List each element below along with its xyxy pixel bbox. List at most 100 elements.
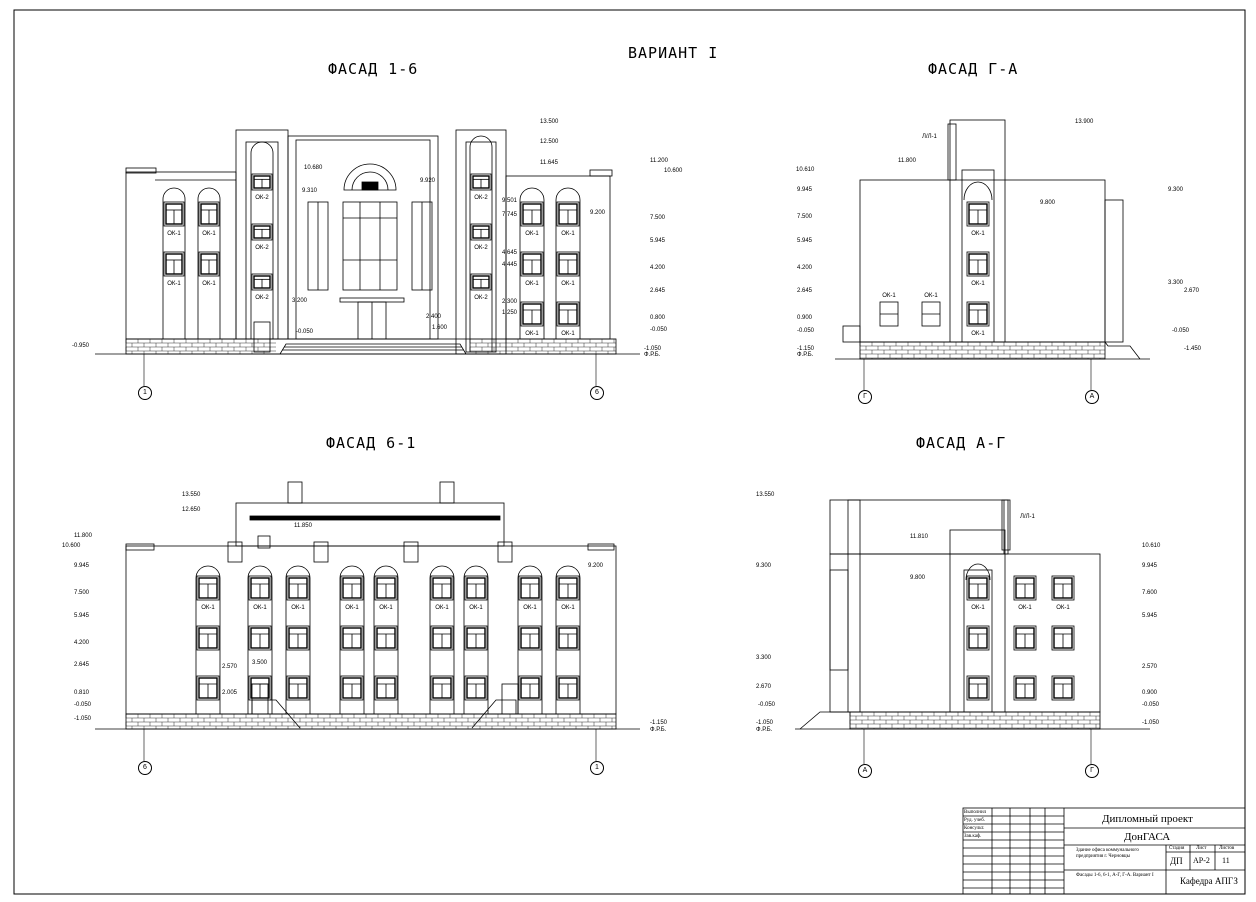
- level-mark: 4.200: [797, 265, 813, 271]
- plinth-brick: [125, 713, 616, 729]
- level-mark: 9.800: [1040, 200, 1056, 206]
- window-mark: ОК-1: [345, 605, 359, 611]
- roof-vent: [313, 541, 329, 563]
- facade-g-a: [835, 119, 1150, 360]
- level-mark: 13.500: [540, 119, 559, 125]
- window-mark: ОК-2: [474, 295, 488, 301]
- level-mark: 4.445: [502, 262, 518, 268]
- level-mark: -0.950: [72, 343, 90, 349]
- stamp-project: Дипломный проект: [1102, 813, 1193, 825]
- window: [1013, 675, 1037, 701]
- level-mark: Л/Л-1: [922, 134, 937, 140]
- window: [463, 565, 489, 714]
- window: [464, 675, 488, 701]
- window: ОК-1: [286, 575, 310, 611]
- window-mark: ОК-1: [561, 605, 575, 611]
- window: ОК-1: [518, 575, 542, 611]
- level-mark: 3.300: [756, 655, 772, 661]
- window: ОК-1: [966, 251, 990, 287]
- window: [373, 565, 399, 714]
- window-mark: ОК-1: [971, 281, 985, 287]
- window: [469, 135, 493, 352]
- window: ОК-1: [1051, 575, 1075, 611]
- level-mark: 9.945: [797, 187, 813, 193]
- level-mark: 12.650: [182, 507, 201, 513]
- level-mark: 10.600: [664, 168, 683, 174]
- stamp-sheet: АР-2: [1193, 856, 1210, 865]
- window: ОК-1: [556, 575, 580, 611]
- window: ОК-1: [163, 251, 185, 287]
- axis-marker: 6: [138, 761, 152, 775]
- level-mark: -0.050: [758, 702, 776, 708]
- window: [518, 625, 542, 651]
- window: ОК-1: [248, 575, 272, 611]
- window: [339, 565, 365, 714]
- level-mark: 0.900: [797, 315, 813, 321]
- level-mark: 2.645: [74, 662, 90, 668]
- window: ОК-1: [464, 575, 488, 611]
- window: ОК-2: [251, 273, 273, 301]
- level-mark: 1.600: [432, 325, 448, 331]
- plinth-brick: [125, 338, 276, 354]
- axis-marker: 6: [590, 386, 604, 400]
- level-mark: 9.945: [74, 563, 90, 569]
- level-mark: 1.250: [502, 310, 518, 316]
- window: ОК-2: [251, 223, 273, 251]
- stamp-sheets: 11: [1222, 856, 1230, 865]
- level-mark: 2.005: [222, 690, 238, 696]
- window: ОК-1: [374, 575, 398, 611]
- window: [556, 675, 580, 701]
- window: [250, 141, 274, 339]
- window-mark: ОК-1: [469, 605, 483, 611]
- level-mark: 5.945: [650, 238, 666, 244]
- level-mark: 5.945: [797, 238, 813, 244]
- level-mark: Ф.Р.Б.: [797, 352, 814, 358]
- window: [966, 675, 990, 701]
- window: [374, 675, 398, 701]
- window-mark: ОК-1: [202, 281, 216, 287]
- level-mark: -1.050: [74, 716, 92, 722]
- window-mark: ОК-1: [291, 605, 305, 611]
- level-mark: 10.610: [1142, 543, 1161, 549]
- window-mark: ОК-1: [435, 605, 449, 611]
- level-mark: 4.200: [74, 640, 90, 646]
- level-mark: 3.200: [292, 298, 308, 304]
- stamp-row: Руд. учеб.: [964, 818, 986, 823]
- facade-6-1: [95, 481, 640, 730]
- level-mark: 11.200: [650, 158, 668, 164]
- window: ОК-1: [966, 201, 990, 237]
- plinth-brick: [469, 338, 616, 354]
- window-mark: ОК-1: [167, 281, 181, 287]
- window-mark: ОК-2: [474, 245, 488, 251]
- level-mark: 9.300: [1168, 187, 1184, 193]
- window: [340, 675, 364, 701]
- window: [430, 675, 454, 701]
- level-mark: Л/Л-1: [1020, 514, 1035, 520]
- window: [247, 565, 273, 714]
- window-mark: ОК-1: [201, 605, 215, 611]
- stamp-sheet-desc: Фасады 1-6, 6-1, А-Г, Г-А. Вариант I: [1076, 873, 1154, 878]
- level-mark: 2.570: [1142, 664, 1158, 670]
- facade-1-6-title: ФАСАД 1-6: [328, 60, 419, 78]
- facade-a-g: [795, 499, 1150, 730]
- axis-marker: 1: [590, 761, 604, 775]
- level-mark: 13.900: [1075, 119, 1094, 125]
- window-mark: ОК-1: [167, 231, 181, 237]
- level-mark: 2.570: [222, 664, 238, 670]
- stamp-org: ДонГАСА: [1124, 831, 1171, 843]
- level-mark: 11.800: [74, 533, 92, 539]
- facade-1-6: [95, 129, 640, 355]
- window: ОК-1: [520, 251, 544, 287]
- level-mark: 7.600: [1142, 590, 1158, 596]
- window-mark: ОК-2: [255, 195, 269, 201]
- window: [162, 187, 186, 339]
- level-mark: 3.500: [252, 660, 268, 666]
- level-mark: 4.200: [650, 265, 666, 271]
- level-mark: 0.900: [1142, 690, 1158, 696]
- window: ОК-2: [251, 173, 273, 201]
- level-mark: 10.600: [62, 543, 81, 549]
- facade-g-a-title: ФАСАД Г-А: [928, 60, 1019, 78]
- level-mark: 12.500: [540, 139, 559, 145]
- level-mark: 10.610: [796, 167, 815, 173]
- window: [519, 187, 545, 339]
